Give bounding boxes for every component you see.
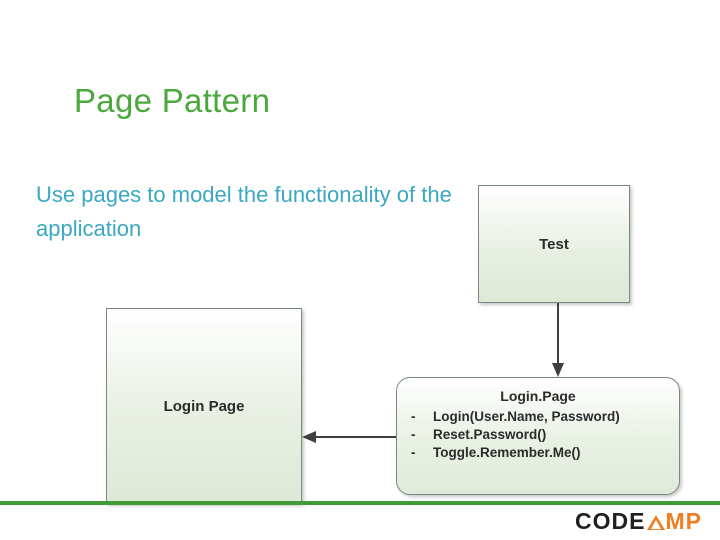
triangle-icon — [646, 515, 665, 530]
list-item: - Toggle.Remember.Me() — [411, 444, 679, 462]
page-title: Page Pattern — [74, 82, 271, 119]
member-label: Reset.Password() — [433, 427, 547, 442]
bottom-accent-bar — [0, 501, 720, 505]
login-page-box: Login Page — [106, 308, 302, 504]
member-label: Login(User.Name, Password) — [433, 409, 620, 424]
arrow-class-to-page-head — [302, 431, 316, 443]
logo-text-code: CODE — [575, 508, 646, 534]
login-page-class-box: Login.Page - Login(User.Name, Password) … — [396, 377, 680, 495]
login-page-class-members: - Login(User.Name, Password) - Reset.Pas… — [397, 408, 679, 462]
list-item: - Login(User.Name, Password) — [411, 408, 679, 426]
arrow-test-to-class-head — [552, 363, 564, 377]
test-box-label: Test — [539, 235, 569, 253]
codecamp-logo: CODE MP — [575, 508, 702, 535]
list-item: - Reset.Password() — [411, 426, 679, 444]
test-box: Test — [478, 185, 630, 303]
member-label: Toggle.Remember.Me() — [433, 445, 581, 460]
login-page-class-title: Login.Page — [500, 388, 576, 404]
logo-text-mp: MP — [665, 508, 702, 534]
login-page-box-label: Login Page — [163, 397, 245, 415]
body-text: Use pages to model the functionality of … — [36, 182, 452, 241]
bullet-dash: - — [411, 427, 416, 442]
bullet-dash: - — [411, 445, 416, 460]
bullet-dash: - — [411, 409, 416, 424]
